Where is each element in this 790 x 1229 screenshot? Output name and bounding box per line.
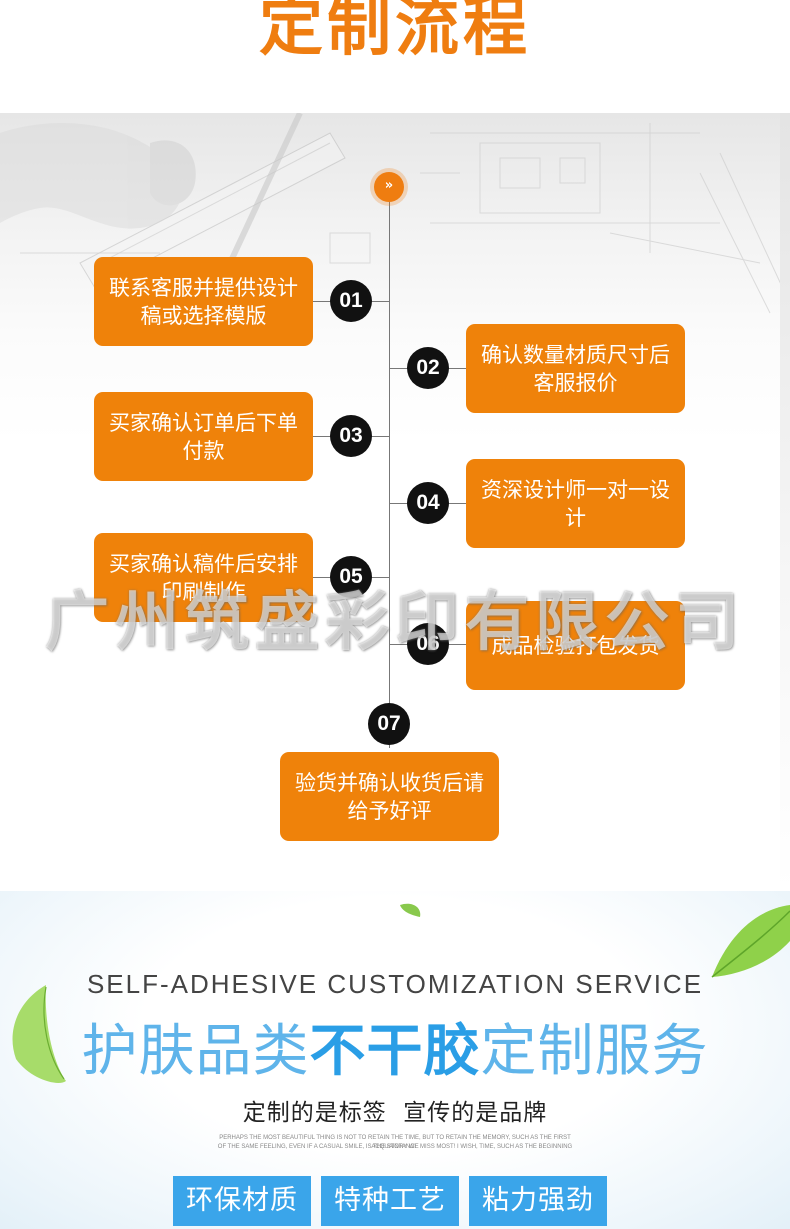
step-number-02: 02 [407,347,449,389]
badge-special-craft: 特种工艺 [321,1176,459,1226]
timeline-line [389,188,390,748]
page-title: 定制流程 [259,0,531,65]
step-number-05: 05 [330,556,372,598]
service-title: 护肤品类不干胶定制服务 [0,1019,790,1085]
service-small-text-1: PERHAPS THE MOST BEAUTIFUL THING IS NOT … [219,1135,571,1150]
step-box-02: 确认数量材质尺寸后客服报价 [466,324,685,413]
step-number-01: 01 [330,280,372,322]
service-small-text-2: OF THE SAME FEELING, EVEN IF A CASUAL SM… [217,1144,573,1150]
badge-strong-adhesion: 粘力强劲 [469,1176,607,1226]
step-box-06: 成品检验打包发货 [466,601,685,690]
step-box-05: 买家确认稿件后安排印刷制作 [94,533,313,622]
timeline-start-dot: » [374,172,404,202]
step-text-01: 联系客服并提供设计稿或选择模版 [109,275,298,328]
step-text-03: 买家确认订单后下单付款 [109,410,298,463]
step-text-04: 资深设计师一对一设计 [481,477,670,530]
badge-eco-material: 环保材质 [173,1176,311,1226]
service-title-part3: 定制服务 [480,1019,709,1084]
step-number-06: 06 [407,623,449,665]
step-text-02: 确认数量材质尺寸后客服报价 [481,342,670,395]
service-title-part2: 不干胶 [309,1019,481,1084]
step-number-03: 03 [330,415,372,457]
step-box-03: 买家确认订单后下单付款 [94,392,313,481]
step-box-01: 联系客服并提供设计稿或选择模版 [94,257,313,346]
step-text-06: 成品检验打包发货 [491,633,660,658]
service-title-part1: 护肤品类 [81,1019,310,1084]
step-number-07: 07 [368,703,410,745]
blueprint-background [0,113,786,314]
step-text-05: 买家确认稿件后安排印刷制作 [109,551,298,604]
header-section: 定制流程 [0,0,790,113]
step-number-04: 04 [407,482,449,524]
step-box-07: 验货并确认收货后请给予好评 [280,752,499,841]
step-text-07: 验货并确认收货后请给予好评 [295,770,484,823]
leaf-decorations [12,903,790,1083]
service-section: SELF-ADHESIVE CUSTOMIZATION SERVICE 护肤品类… [0,891,790,1229]
process-section: » 联系客服并提供设计稿或选择模版 01 确认数量材质尺寸后客服报价 02 买家… [0,113,790,891]
service-subtitle: SELF-ADHESIVE CUSTOMIZATION SERVICE [86,969,704,999]
right-edge-shadow [780,113,790,891]
step-box-04: 资深设计师一对一设计 [466,459,685,548]
service-tagline: 定制的是标签 宣传的是品牌 [242,1100,548,1126]
double-chevron-down-icon: » [384,178,394,193]
